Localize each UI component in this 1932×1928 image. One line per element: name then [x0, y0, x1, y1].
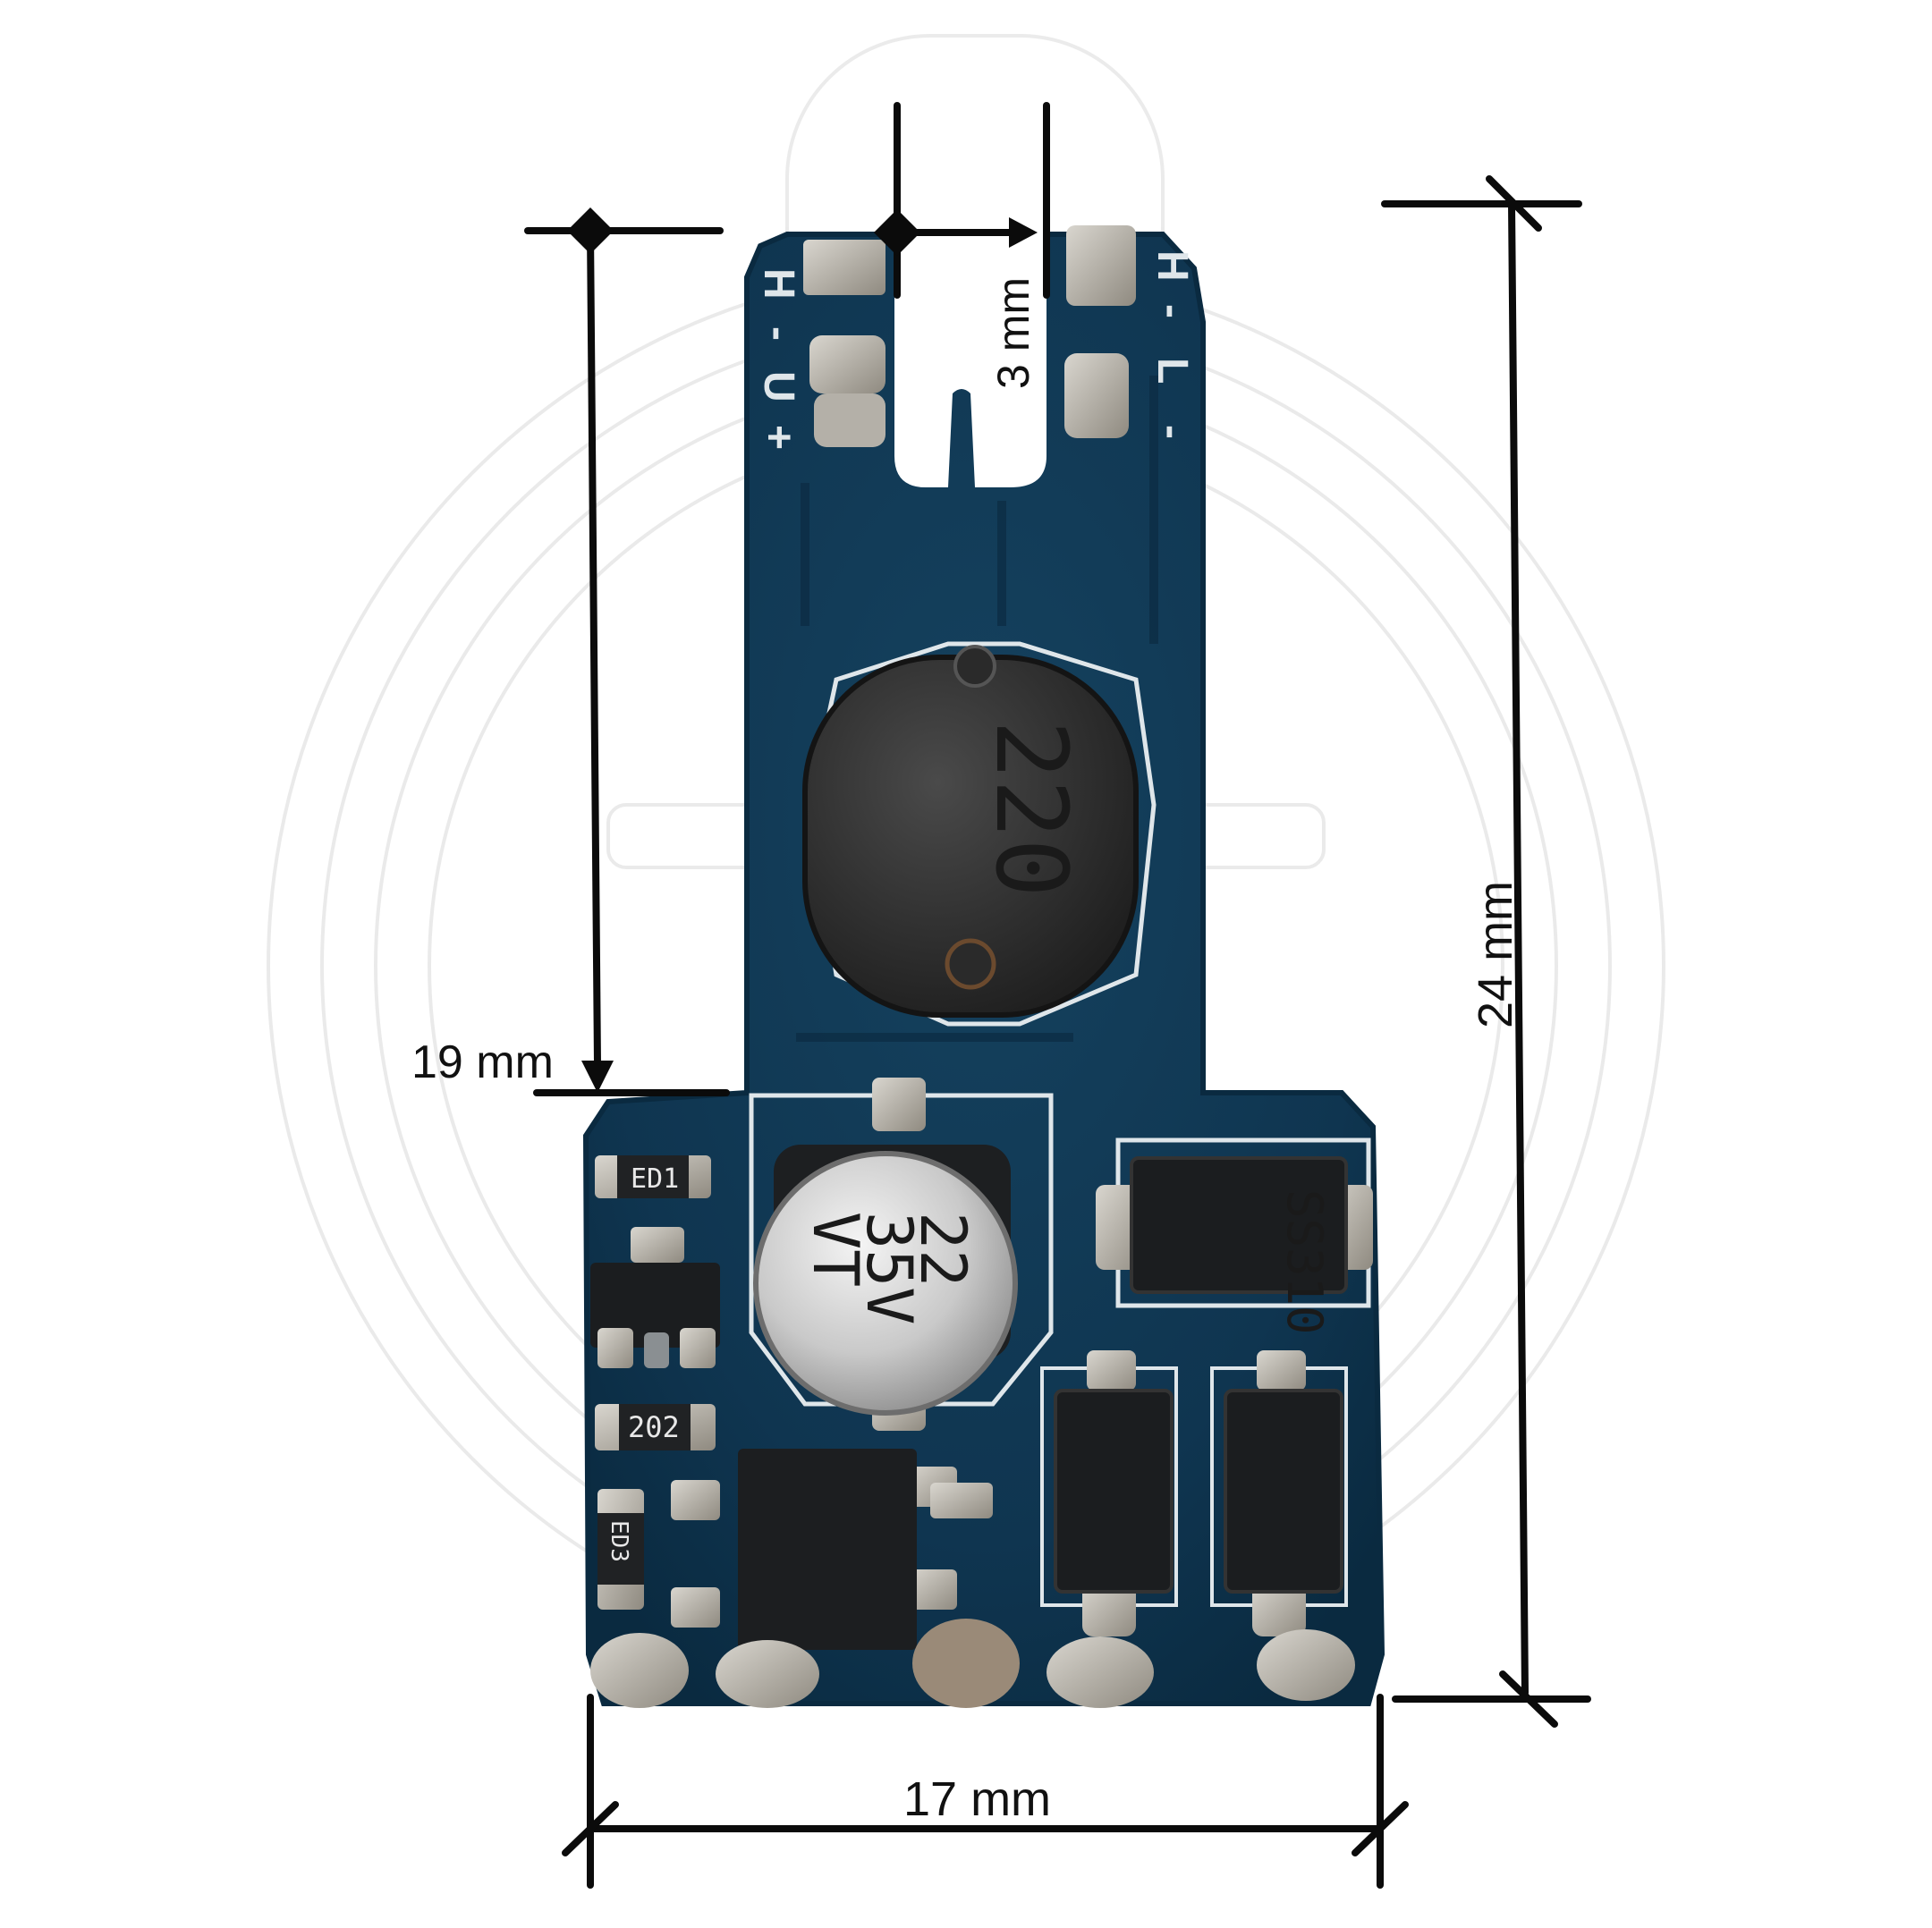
smd-part-small: [631, 1227, 684, 1263]
electrolytic-capacitor: 22 35V VT: [749, 1078, 1054, 1431]
schottky-diode-bottom-left: [1040, 1350, 1178, 1636]
resistor-marking-3: ED3: [606, 1520, 632, 1562]
dimension-markers: [567, 207, 1038, 1093]
svg-text:22: 22: [906, 1212, 979, 1287]
pad-label-h-left: H: [755, 268, 802, 300]
pad-label-l: L: [1148, 358, 1196, 384]
dim-label-19mm: 19 mm: [411, 1036, 554, 1088]
smd-resistor-top: ED1: [595, 1155, 711, 1198]
output-solder-pads: [590, 1619, 1355, 1708]
resistor-marking-1: ED1: [631, 1163, 679, 1195]
sot-transistor: [590, 1263, 720, 1368]
svg-text:VT: VT: [799, 1212, 872, 1287]
dim-label-24mm: 24 mm: [1469, 881, 1522, 1028]
resistor-marking-2: 202: [628, 1410, 680, 1444]
pad-label-minus-right: -: [1148, 304, 1196, 318]
pad-label-u: U: [755, 371, 802, 402]
capacitor-marking: 22 35V VT: [799, 1212, 979, 1324]
dim-label-3mm: 3 mm: [988, 277, 1038, 389]
smd-resistor-vertical: ED3: [597, 1489, 644, 1610]
smd-resistor-middle: 202: [595, 1404, 716, 1450]
inductor: 220: [802, 641, 1157, 1027]
controller-ic: [671, 1449, 993, 1650]
pad-label-plus: +: [755, 425, 802, 450]
schottky-diode-bottom-right: [1210, 1350, 1348, 1636]
inductor-marking: 220: [974, 720, 1089, 898]
input-pads: [803, 225, 1136, 447]
dimension-labels: 3 mm 19 mm 24 mm 17 mm: [411, 277, 1522, 1826]
pad-label-minus-left: -: [755, 326, 802, 341]
schottky-diode-top: SS310: [1096, 1137, 1373, 1335]
pad-label-minus-bottom: -: [1148, 425, 1196, 439]
pad-silkscreen-labels: H - U + H - L -: [755, 250, 1196, 450]
diode-marking: SS310: [1276, 1189, 1333, 1335]
dim-label-17mm: 17 mm: [903, 1772, 1051, 1826]
pad-label-h-right: H: [1148, 250, 1196, 282]
dimension-lines: [524, 102, 1591, 1889]
svg-text:35V: 35V: [852, 1212, 926, 1324]
